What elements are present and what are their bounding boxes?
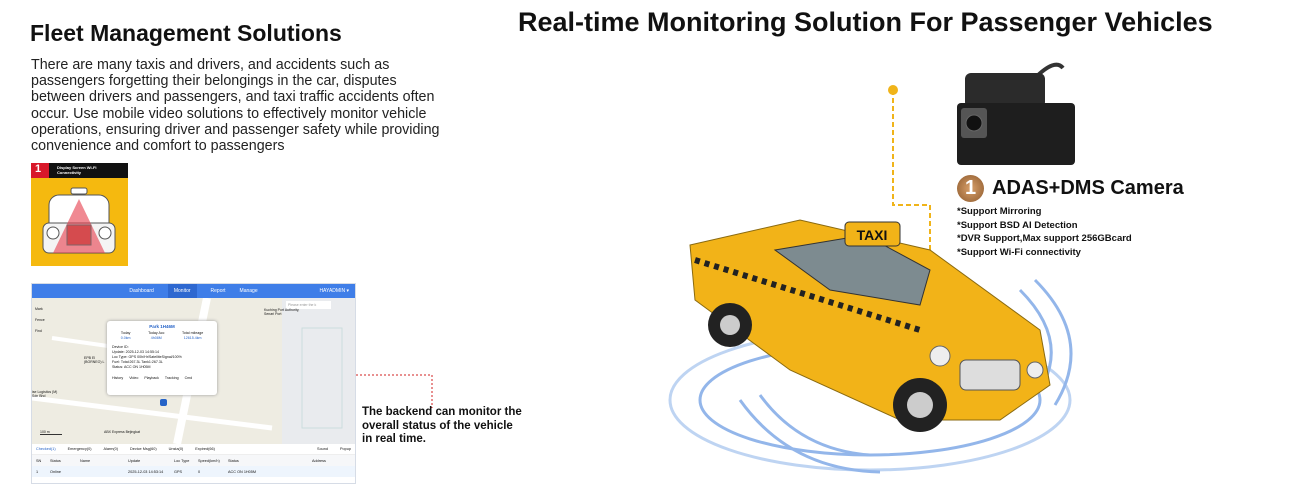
col-loc-type: Loc Type <box>174 458 190 463</box>
side-tools: Mark Fence Find <box>35 304 45 337</box>
popup-line: Update: 2025-12-03 14:55:14 <box>112 350 159 354</box>
taxi-thumbnail: 1 Display Screen Wi-Fi Connectivity <box>31 163 128 266</box>
user-menu[interactable]: HAYADMIN ▾ <box>319 288 349 294</box>
cell: 0 <box>198 469 201 474</box>
col-name: Name <box>80 458 91 463</box>
stat-value: 12615.4km <box>183 336 202 340</box>
map-label-port: Kuching Port Authority, Senari Port <box>264 308 300 316</box>
taxi-sign: TAXI <box>857 227 888 243</box>
action-history[interactable]: History <box>112 376 124 380</box>
vehicle-table: Checked(1) Emergency(0) Alarm(0) Device … <box>32 444 355 483</box>
cell: Online <box>50 469 61 474</box>
tab-unsta[interactable]: Unsta(0) <box>168 447 184 451</box>
feature-item: *Support BSD AI Detection <box>957 219 1078 231</box>
col-sn: SN <box>36 458 42 463</box>
taxi-illustration: TAXI <box>668 219 1073 474</box>
action-tracking[interactable]: Tracking <box>164 376 179 380</box>
tab-emergency[interactable]: Emergency(0) <box>67 447 92 451</box>
fleet-title: Fleet Management Solutions <box>30 20 342 46</box>
col-status2: Status <box>228 458 239 463</box>
camera-number-badge: 1 <box>957 175 984 202</box>
taxi-front-illustration <box>42 187 116 254</box>
popup-plate: Park 1H46M <box>149 324 175 329</box>
platform-nav: Dashboard Monitor Report Manage HAYADMIN… <box>32 284 355 298</box>
popup-line: Fuel: Total:267.3L Tank1:267.3L <box>112 360 163 364</box>
action-playback[interactable]: Playback <box>144 376 159 380</box>
col-address: Address <box>312 458 326 463</box>
cell: 2025-12-03 14:53:14 <box>128 469 164 474</box>
feature-item: *Support Mirroring <box>957 206 1042 217</box>
camera-features: *Support Mirroring *Support BSD AI Detec… <box>957 205 1132 259</box>
tab-device-msg[interactable]: Device Msg(60) <box>130 447 157 451</box>
action-cmd[interactable]: Cmd <box>184 376 193 380</box>
thumb-number: 1 <box>31 163 49 178</box>
table-row[interactable]: 1 Online 2025-12-03 14:53:14 GPS 0 ACC O… <box>32 466 355 477</box>
tool-find[interactable]: Find <box>35 329 42 333</box>
nav-manage[interactable]: Manage <box>239 288 258 294</box>
popup-checkbox[interactable]: Popup <box>340 447 351 451</box>
stat-label: Total mileage <box>182 331 204 335</box>
fleet-description: There are many taxis and drivers, and ac… <box>31 57 440 155</box>
callout-connector <box>356 374 433 408</box>
callout-text: The backend can monitor the overall stat… <box>362 406 522 445</box>
nav-monitor[interactable]: Monitor <box>167 284 197 298</box>
nav-report[interactable]: Report <box>210 288 226 294</box>
map-label-epb: EPB El (BORNEO) L <box>84 356 105 364</box>
map-label-logistics: ise Logistics (M) Sdn Bhd <box>32 390 58 398</box>
tab-checked[interactable]: Checked(1) <box>36 447 56 451</box>
map-search-input[interactable]: Please enter the k <box>286 301 331 309</box>
col-update: Update <box>128 458 141 463</box>
feature-item: *DVR Support,Max support 256GBcard <box>957 233 1132 244</box>
camera-heading: 1 ADAS+DMS Camera <box>957 175 1184 202</box>
tool-fence[interactable]: Fence <box>35 318 45 322</box>
vehicle-marker-icon[interactable] <box>160 399 167 406</box>
tab-expired[interactable]: Expired(66) <box>195 447 215 451</box>
sound-checkbox[interactable]: Sound <box>317 447 329 451</box>
cell: GPS <box>174 469 183 474</box>
dashcam-image <box>957 62 1075 165</box>
cell: 1 <box>36 469 39 474</box>
popup-line: Device ID: <box>112 345 129 349</box>
camera-title: ADAS+DMS Camera <box>992 177 1184 199</box>
popup-line: Status: ACC ON 1H05M <box>112 365 151 369</box>
stat-label: Today Acc <box>148 331 165 335</box>
col-status: Status <box>50 458 61 463</box>
platform-screenshot: Dashboard Monitor Report Manage HAYADMIN… <box>31 283 356 484</box>
feature-item: *Support Wi-Fi connectivity <box>957 246 1081 258</box>
tab-alarm[interactable]: Alarm(0) <box>103 447 119 451</box>
map-label-abx: ABX Express Bejingkat <box>104 430 140 434</box>
col-speed: Speed(km/h) <box>198 458 220 463</box>
action-video[interactable]: Video <box>129 376 139 380</box>
map-scale: 100 m <box>40 430 62 435</box>
backend-callout: The backend can monitor the overall stat… <box>362 406 522 447</box>
popup-line: Loc Type: GPS 00h/Hr/SatelliteSignal/100… <box>112 355 182 359</box>
cell: ACC ON 1H05M <box>228 469 257 474</box>
stat-value: 0.0km <box>120 336 131 340</box>
stat-value: 4h08M <box>150 336 162 340</box>
tool-mark[interactable]: Mark <box>35 307 43 311</box>
nav-dashboard[interactable]: Dashboard <box>129 288 154 294</box>
thumb-caption: Display Screen Wi-Fi Connectivity <box>57 165 97 175</box>
monitoring-title: Real-time Monitoring Solution For Passen… <box>518 7 1213 37</box>
stat-label: Today <box>120 331 131 335</box>
